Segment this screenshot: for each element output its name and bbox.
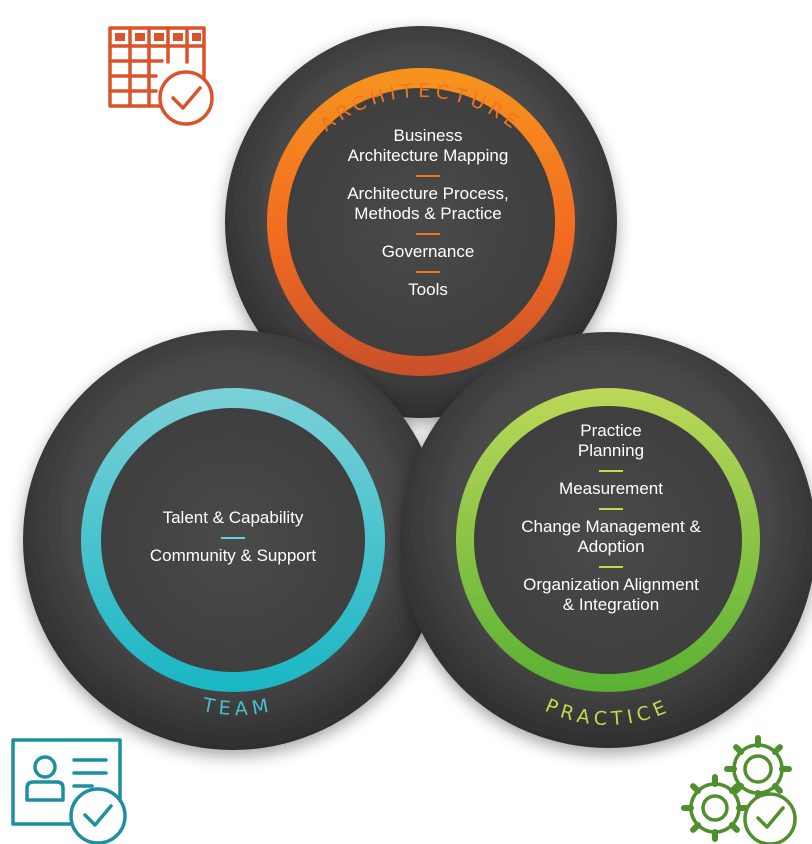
practice-item-line: Adoption (577, 537, 644, 556)
gear-tooth (771, 744, 783, 756)
gear-tooth (690, 821, 702, 833)
architecture-item-line: Governance (382, 242, 475, 261)
gear-tooth (728, 821, 740, 833)
architecture-item-line: Tools (408, 280, 448, 299)
gears-check-icon (681, 735, 797, 844)
spreadsheet-check-icon (108, 26, 214, 126)
practice-item-line: Change Management & (521, 517, 701, 536)
architecture-item-line: Architecture Process, (347, 184, 509, 203)
team-label: TEAM (200, 694, 275, 720)
gear-tooth (771, 782, 783, 794)
practice-item-line: Planning (578, 441, 644, 460)
id-card-check-icon (11, 738, 127, 844)
gear-tooth (728, 783, 740, 795)
architecture-item-line: Methods & Practice (354, 204, 501, 223)
architecture-item-line: Architecture Mapping (348, 146, 509, 165)
architecture-item-line: Business (394, 126, 463, 145)
practice-group: PRACTICE PracticePlanningMeasurementChan… (400, 332, 812, 748)
architecture-inner (287, 88, 555, 356)
team-inner (101, 408, 365, 672)
practice-inner (474, 406, 742, 674)
team-item-line: Community & Support (150, 546, 317, 565)
team-item-line: Talent & Capability (163, 508, 304, 527)
practice-item-line: Organization Alignment (523, 575, 699, 594)
practice-item-line: Measurement (559, 479, 663, 498)
gear-tooth (690, 783, 702, 795)
practice-item-line: Practice (580, 421, 641, 440)
gear-tooth (733, 744, 745, 756)
practice-item-line: & Integration (563, 595, 659, 614)
